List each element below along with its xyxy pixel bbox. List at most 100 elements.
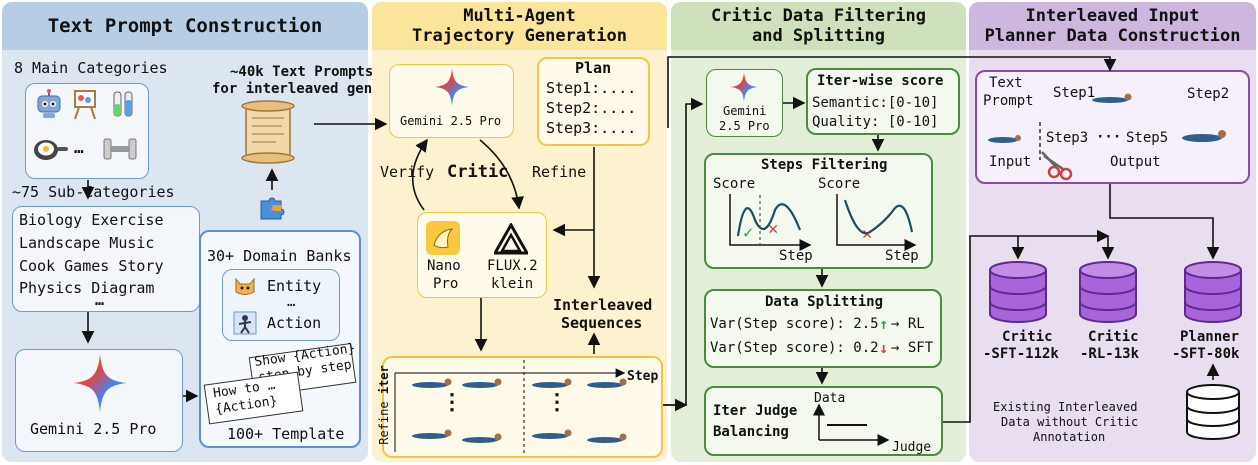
plan-step: Step1:.... <box>546 79 637 97</box>
step2-label: Step2 <box>1187 86 1230 102</box>
data-axis-label: Data <box>814 391 846 406</box>
existing-data-label: Existing Interleaved <box>993 400 1138 414</box>
split-sft-text: Var(Step score): 0.2 <box>710 340 879 356</box>
split-box <box>704 289 942 368</box>
action-icon <box>233 311 257 335</box>
cross-icon: ✕ <box>768 219 779 239</box>
prompts-label: for interleaved gen <box>212 81 373 97</box>
dots: ⋮ <box>546 390 568 415</box>
interleaved-label: Interleaved <box>553 296 653 314</box>
entity-label: Entity <box>267 277 322 295</box>
sub-category-line: Biology Exercise <box>19 211 164 229</box>
critic-label: Critic <box>447 162 509 182</box>
gemini-star-icon <box>73 354 127 412</box>
flux-icon <box>494 223 528 255</box>
plan-title: Plan <box>575 59 612 77</box>
score-semantic: Semantic:[0-10] <box>812 95 939 111</box>
judge-title: Iter Judge <box>713 403 798 419</box>
db-label: Critic <box>1088 329 1139 345</box>
cross-icon: ✕ <box>862 224 873 244</box>
score-title: Iter-wise score <box>817 73 944 89</box>
check-icon: ✓ <box>743 223 754 243</box>
domain-banks-title: 30+ Domain Banks <box>207 247 352 265</box>
main-categories-box: … <box>25 83 149 179</box>
gemini-label: Gemini 2.5 Pro <box>30 420 157 438</box>
plan-box <box>537 57 650 146</box>
split-rl-target: → RL <box>891 316 925 332</box>
judge-title: Balancing <box>713 424 789 440</box>
db-label: Planner <box>1180 329 1240 345</box>
input-label: Input <box>989 154 1032 170</box>
score-quality: Quality: [0-10] <box>812 114 939 130</box>
step1-label: Step1 <box>1053 85 1096 101</box>
sub-category-line: Cook Games Story <box>19 257 164 275</box>
bank-ellipsis: … <box>287 294 296 310</box>
db-label: -SFT-112k <box>983 346 1059 362</box>
refine-iter-label: Refine iter <box>376 365 391 445</box>
gemini-star-icon <box>730 72 758 102</box>
flux-label: klein <box>491 276 534 292</box>
panel-title-bar <box>2 2 368 50</box>
arrow-up-icon: ↑ <box>879 315 889 333</box>
step3-label: Step3 <box>1046 130 1089 146</box>
db-label: -SFT-80k <box>1172 346 1240 362</box>
action-label: Action <box>267 314 322 332</box>
sub-categories-box <box>12 206 200 312</box>
cat-icon <box>235 277 255 295</box>
panel-title-bar <box>671 2 966 50</box>
panel-title-bar <box>969 2 1256 50</box>
frying-pan-icon <box>34 140 68 160</box>
arrow-down-icon: ↓ <box>879 339 889 357</box>
verify-label: Verify <box>380 163 435 181</box>
score-axis-label: Score <box>713 176 756 192</box>
main-categories-label: 8 Main Categories <box>14 59 168 77</box>
easel-icon <box>74 90 96 120</box>
filter-title: Steps Filtering <box>761 157 888 173</box>
gemini-star-icon <box>434 68 470 106</box>
sub-category-line: Physics Diagram <box>19 279 155 297</box>
panel-title-bar <box>372 2 667 50</box>
nano-label: Nano <box>427 258 461 274</box>
text-prompt-label: Prompt <box>983 93 1034 109</box>
existing-data-label: Data without Critic <box>1001 415 1139 429</box>
split-sft-target: → SFT <box>891 340 934 356</box>
step-axis-label: Step <box>627 369 659 384</box>
nano-banana-icon <box>426 221 460 255</box>
steps-ellipsis: ··· <box>1096 129 1122 145</box>
robot-icon <box>37 89 61 118</box>
sub-category-line: Landscape Music <box>19 234 155 252</box>
step-axis-label: Step <box>779 248 813 264</box>
puzzle-icon <box>260 197 285 220</box>
sub-categories-label: ~75 Sub-Categories <box>12 183 175 201</box>
interleaved-label: Sequences <box>561 314 643 332</box>
refine-label: Refine <box>532 163 587 181</box>
prompts-label: ~40k Text Prompts <box>230 64 374 80</box>
panel-title: Text Prompt Construction <box>47 15 323 37</box>
flux-label: FLUX.2 <box>487 258 538 274</box>
judge-box <box>704 386 943 456</box>
db-label: -RL-13k <box>1080 346 1140 362</box>
split-title: Data Splitting <box>765 294 884 310</box>
dots: ⋮ <box>441 390 463 415</box>
plan-step: Step2:.... <box>546 99 637 117</box>
sequences-box <box>382 356 663 458</box>
plan-step: Step3:.... <box>546 119 637 137</box>
gemini-label: Gemini <box>723 104 767 118</box>
dumbbell-icon <box>103 138 137 160</box>
score-axis-label: Score <box>818 176 861 192</box>
output-label: Output <box>1110 154 1161 170</box>
text-prompt-label: Text <box>989 75 1023 91</box>
judge-axis-label: Judge <box>892 440 932 455</box>
template-label: 100+ Template <box>227 425 345 443</box>
test-tubes-icon <box>113 91 133 117</box>
nano-label: Pro <box>433 276 459 292</box>
db-label: Critic <box>1002 329 1053 345</box>
categories-ellipsis: … <box>74 138 84 157</box>
scroll-icon <box>241 100 295 164</box>
sub-categories-ellipsis: … <box>95 291 105 309</box>
split-rl-text: Var(Step score): 2.5 <box>710 316 879 332</box>
step5-label: Step5 <box>1126 130 1169 146</box>
